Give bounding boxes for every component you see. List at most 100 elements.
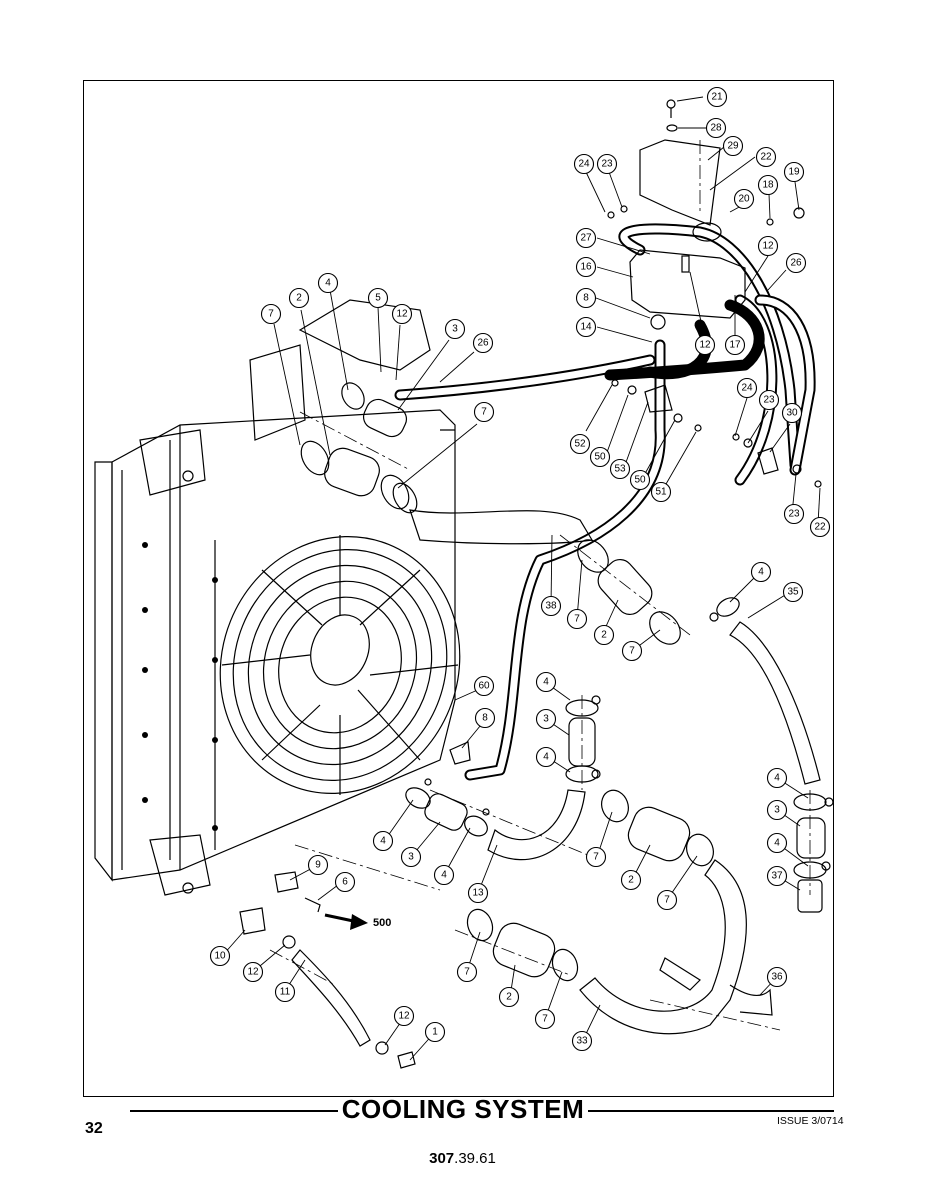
callout-4-f: 4: [433, 864, 455, 886]
svg-text:30: 30: [786, 408, 798, 419]
callout-3-d: 3: [766, 799, 788, 821]
callout-22-b: 22: [809, 516, 831, 538]
callout-52: 52: [569, 433, 591, 455]
callout-4-h: 4: [766, 832, 788, 854]
fan-guard: [219, 535, 461, 795]
drawing-frame: [83, 80, 834, 1097]
hardware: [239, 379, 834, 1069]
expansion-tank: [607, 99, 805, 330]
svg-text:4: 4: [543, 752, 549, 763]
callout-30: 30: [781, 402, 803, 424]
document-number: 307.39.61: [0, 1150, 925, 1167]
svg-text:14: 14: [580, 322, 592, 333]
svg-text:13: 13: [472, 888, 484, 899]
svg-text:3: 3: [452, 324, 458, 335]
callout-14: 14: [575, 316, 597, 338]
callout-8-upper: 8: [575, 287, 597, 309]
callout-10: 10: [209, 945, 231, 967]
svg-text:2: 2: [601, 630, 607, 641]
callout-12-hose: 12: [694, 334, 716, 356]
svg-text:3: 3: [774, 805, 780, 816]
svg-text:22: 22: [760, 152, 772, 163]
callout-12-c: 12: [393, 1005, 415, 1027]
callout-4-d: 4: [535, 746, 557, 768]
svg-text:28: 28: [710, 123, 722, 134]
svg-text:2: 2: [506, 992, 512, 1003]
callout-4-e: 4: [372, 830, 394, 852]
svg-text:3: 3: [543, 714, 549, 725]
callout-11: 11: [274, 981, 296, 1003]
callout-21: 21: [706, 86, 728, 108]
svg-text:7: 7: [464, 967, 470, 978]
callout-38: 38: [540, 595, 562, 617]
callout-29: 29: [722, 135, 744, 157]
svg-text:19: 19: [788, 167, 800, 178]
callout-35: 35: [782, 581, 804, 603]
callout-37: 37: [766, 865, 788, 887]
svg-text:23: 23: [763, 395, 775, 406]
callout-7-d: 7: [621, 640, 643, 662]
callout-53: 53: [609, 458, 631, 480]
svg-text:4: 4: [325, 278, 331, 289]
svg-text:20: 20: [738, 194, 750, 205]
callout-5: 5: [367, 287, 389, 309]
bolt-heads: [142, 542, 218, 831]
svg-text:29: 29: [727, 141, 739, 152]
svg-text:7: 7: [574, 614, 580, 625]
callout-33: 33: [571, 1030, 593, 1052]
svg-text:16: 16: [580, 262, 592, 273]
centerlines: [269, 140, 811, 1031]
callout-7-g: 7: [456, 961, 478, 983]
svg-text:17: 17: [729, 340, 741, 351]
svg-text:50: 50: [594, 452, 606, 463]
callout-28: 28: [705, 117, 727, 139]
svg-text:24: 24: [741, 383, 753, 394]
callout-3-b: 3: [535, 708, 557, 730]
callout-26-upper: 26: [785, 252, 807, 274]
svg-text:4: 4: [380, 836, 386, 847]
svg-text:18: 18: [762, 180, 774, 191]
callout-17: 17: [724, 334, 746, 356]
radiator-assembly: [94, 299, 456, 896]
callout-4-g: 4: [766, 767, 788, 789]
svg-text:2: 2: [296, 293, 302, 304]
svg-text:7: 7: [593, 852, 599, 863]
title-rule-left: [130, 1110, 338, 1112]
callout-12-tank: 12: [757, 235, 779, 257]
svg-text:53: 53: [614, 464, 626, 475]
page-number: 32: [85, 1120, 103, 1137]
callout-7-b: 7: [473, 401, 495, 423]
page-title: COOLING SYSTEM: [341, 1094, 585, 1124]
svg-text:27: 27: [580, 233, 592, 244]
svg-text:24: 24: [578, 159, 590, 170]
callout-7-c: 7: [566, 608, 588, 630]
svg-text:12: 12: [247, 967, 259, 978]
issue-label: ISSUE 3/0714: [777, 1115, 844, 1127]
callout-51: 51: [650, 481, 672, 503]
callout-23-b: 23: [758, 389, 780, 411]
document-number-rest: .39.61: [454, 1150, 496, 1167]
document-number-bold: 307: [429, 1150, 455, 1167]
callout-7-f: 7: [656, 889, 678, 911]
svg-text:21: 21: [711, 92, 723, 103]
svg-text:7: 7: [664, 895, 670, 906]
svg-text:1: 1: [432, 1027, 438, 1038]
svg-text:35: 35: [787, 587, 799, 598]
svg-text:4: 4: [774, 773, 780, 784]
callout-24: 24: [573, 153, 595, 175]
callout-24-b: 24: [736, 377, 758, 399]
hoses: [394, 223, 816, 781]
callout-12-a: 12: [391, 303, 413, 325]
callout-3-c: 3: [400, 846, 422, 868]
reference-label: 500: [373, 917, 391, 929]
callout-6: 6: [334, 871, 356, 893]
svg-text:7: 7: [481, 407, 487, 418]
svg-text:38: 38: [545, 601, 557, 612]
callout-23-c: 23: [783, 503, 805, 525]
callout-60: 60: [473, 675, 495, 697]
svg-text:7: 7: [542, 1014, 548, 1025]
svg-text:11: 11: [280, 987, 291, 998]
svg-text:7: 7: [629, 646, 635, 657]
hose-38: [392, 482, 593, 545]
callout-19: 19: [783, 161, 805, 183]
